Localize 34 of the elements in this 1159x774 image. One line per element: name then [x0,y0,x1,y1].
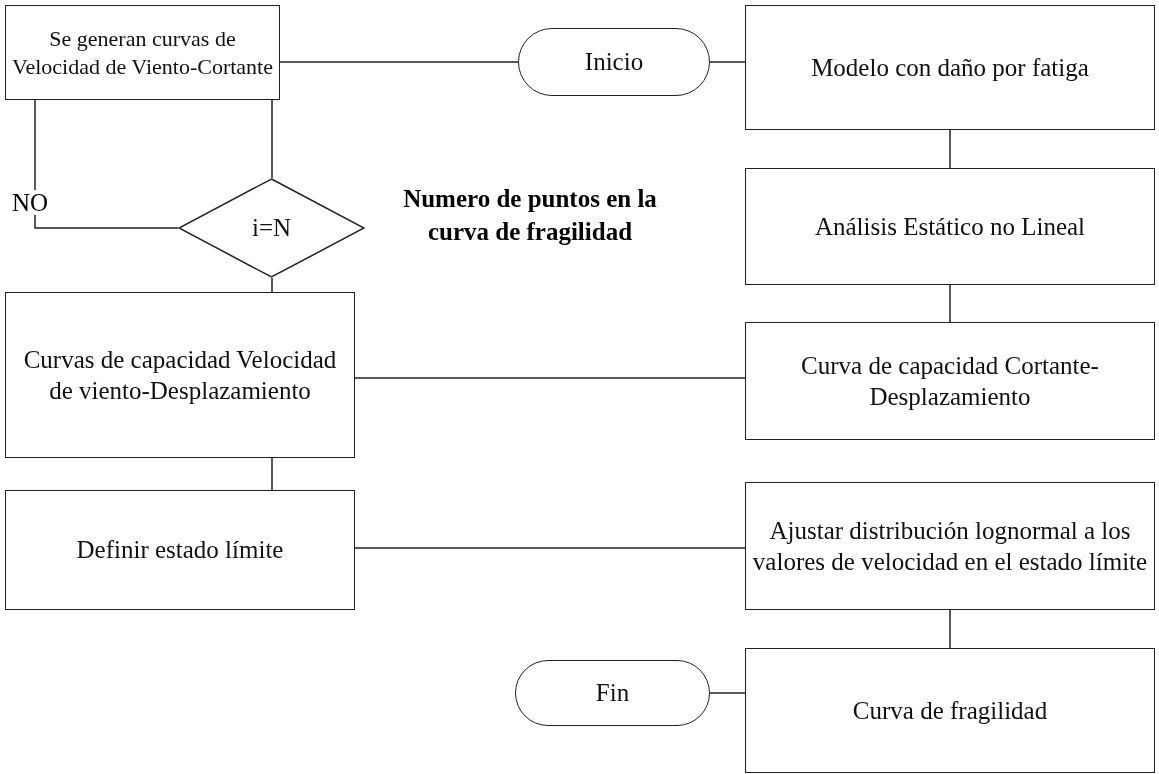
edge-label: NO [12,190,49,215]
node-text: Modelo con daño por fatiga [810,52,1090,83]
process-box [5,5,280,100]
process-box [745,648,1155,773]
node-text: Fin [594,678,631,709]
note-text: Numero de puntos en la curva de fragilidad [402,184,658,247]
node-text: i=N [250,213,293,244]
process-box [5,292,355,458]
node-text: Ajustar distribución lognormal a los valores de velocidad en el estado límite [751,515,1149,577]
process-box [745,168,1155,285]
connector-line [271,277,273,293]
node-text: Inicio [583,47,645,78]
node-text: Curvas de capacidad Velocidad de viento-Desplazamiento [22,344,338,406]
decision-diamond [178,178,365,278]
process-box [745,322,1155,440]
connector-line [709,61,746,63]
connector-line [709,692,746,694]
connector-line [354,377,746,379]
connector-line [354,547,746,549]
connector-line [271,457,273,491]
process-box [745,5,1155,130]
connector-line [271,99,273,179]
connector-line [949,129,951,169]
node-text: Definir estado límite [75,535,285,566]
process-box [745,482,1155,610]
process-box [5,490,355,610]
node-text: Análisis Estático no Lineal [813,211,1087,242]
node-text: Se generan curvas de Velocidad de Viento-Cortante [11,25,274,80]
node-text: Curva de fragilidad [851,695,1049,726]
connector-line [949,609,951,649]
connector-line [949,284,951,323]
node-text: Curva de capacidad Cortante-Desplazamiento [800,350,1100,412]
connector-line [279,61,519,63]
connector-line [34,99,179,229]
